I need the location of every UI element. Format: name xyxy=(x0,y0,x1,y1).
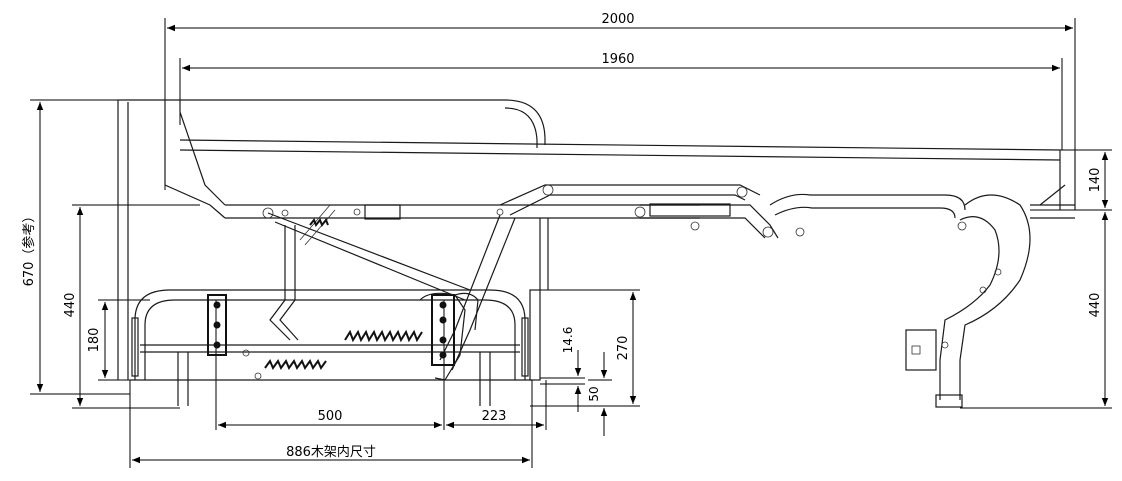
dim-label-180: 180 xyxy=(87,328,102,353)
base-frame xyxy=(130,218,549,406)
dim-label-670: 670（参考） xyxy=(21,210,37,287)
dim-label-50: 50 xyxy=(587,386,601,401)
dimension-2000: 2000 xyxy=(164,12,1076,210)
dim-label-140: 140 xyxy=(1088,168,1103,193)
main-seat-rail xyxy=(225,204,700,220)
dimension-440-right: 440 xyxy=(960,209,1112,409)
dim-label-886: 886木架内尺寸 xyxy=(286,444,376,460)
dimension-50: 50 xyxy=(587,352,612,436)
dim-label-270: 270 xyxy=(616,336,631,361)
dim-label-440-left: 440 xyxy=(63,293,78,318)
springs xyxy=(242,218,423,380)
dim-label-440-right: 440 xyxy=(1088,293,1103,318)
pivot-brackets xyxy=(207,292,479,381)
dim-label-500: 500 xyxy=(318,409,343,424)
linkage-arms xyxy=(267,184,805,371)
footrest-frame xyxy=(769,184,1075,408)
dimension-670: 670（参考） xyxy=(21,99,130,395)
dimension-886: 886木架内尺寸 xyxy=(129,380,533,468)
dim-label-14-6: 14.6 xyxy=(561,327,575,354)
backrest-frame xyxy=(117,99,1076,380)
dimension-14-6: 14.6 xyxy=(540,327,585,412)
dim-label-1960: 1960 xyxy=(601,52,634,67)
dimension-140: 140 xyxy=(1060,149,1112,211)
dim-label-2000: 2000 xyxy=(601,12,634,27)
dimension-270: 270 xyxy=(530,289,640,407)
dimension-1960: 1960 xyxy=(179,52,1063,150)
dimension-440-left: 440 xyxy=(63,204,200,409)
dimension-500: 500 xyxy=(215,300,445,430)
dim-label-223: 223 xyxy=(482,409,507,424)
dimension-223: 223 xyxy=(446,380,547,430)
